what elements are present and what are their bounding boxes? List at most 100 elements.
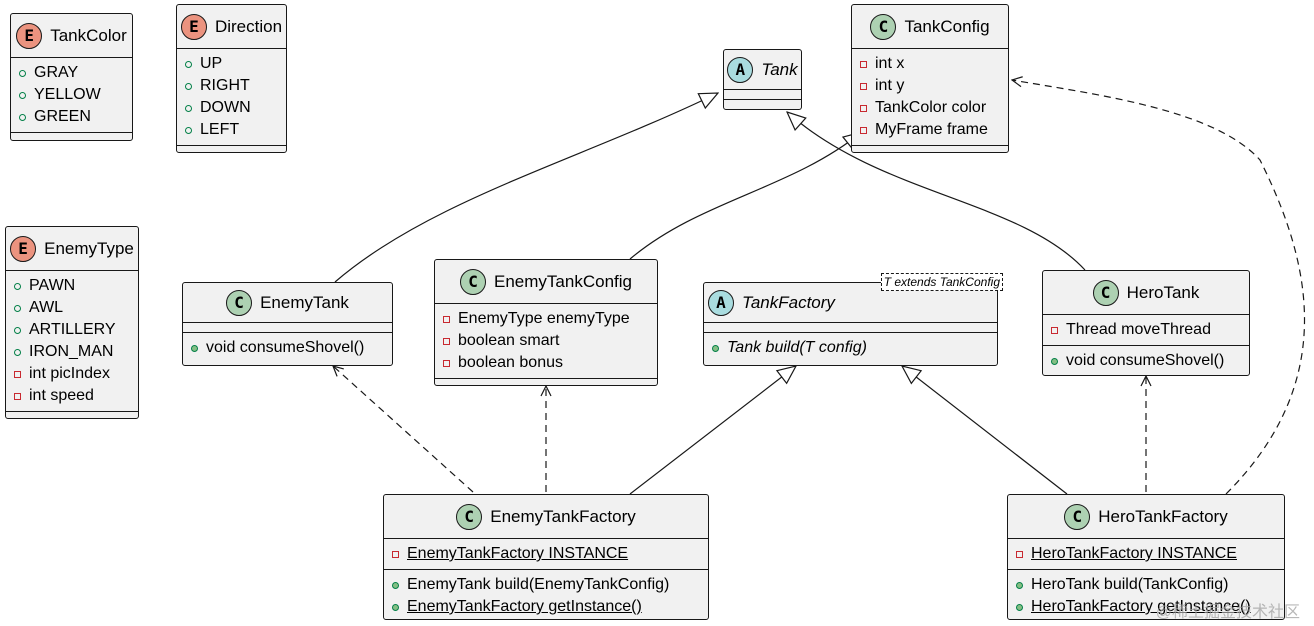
method-section: EnemyTank build(EnemyTankConfig) EnemyTa…: [384, 570, 708, 622]
field-row: ARTILLERY: [14, 319, 138, 341]
field-row: int speed: [14, 385, 138, 407]
field-section: [183, 323, 392, 333]
static-method-row: EnemyTankFactory getInstance(): [392, 596, 708, 618]
private-visibility-icon: [860, 104, 867, 112]
field-row: TankColor color: [860, 97, 1008, 119]
method-text: Tank build(T config): [727, 339, 867, 356]
class-herotankfactory: C HeroTankFactory HeroTankFactory INSTAN…: [1007, 494, 1285, 620]
method-text: EnemyTankFactory getInstance(): [407, 598, 642, 615]
public-visibility-icon: [185, 60, 192, 68]
field-text: boolean smart: [458, 332, 560, 349]
class-enemytank: C EnemyTank void consumeShovel(): [182, 282, 393, 366]
private-visibility-icon: [443, 315, 450, 323]
field-row: UP: [185, 53, 286, 75]
field-row: EnemyType enemyType: [443, 308, 657, 330]
public-visibility-icon: [185, 82, 192, 90]
private-visibility-icon: [1051, 326, 1058, 334]
field-text: IRON_MAN: [29, 343, 114, 360]
class-stereotype-icon: C: [460, 268, 487, 295]
private-visibility-icon: [14, 370, 21, 378]
field-text: DOWN: [200, 99, 251, 116]
field-row: PAWN: [14, 275, 138, 297]
field-text: AWL: [29, 299, 64, 316]
public-visibility-icon: [712, 344, 719, 352]
private-visibility-icon: [443, 337, 450, 345]
field-row: boolean smart: [443, 330, 657, 352]
class-name: Tank: [761, 59, 798, 79]
abstract-stereotype-icon: A: [708, 289, 734, 316]
field-text: TankColor color: [875, 99, 987, 116]
private-visibility-icon: [860, 60, 867, 68]
class-name: TankConfig: [904, 16, 990, 36]
class-name: HeroTank: [1126, 282, 1200, 302]
field-row: GREEN: [19, 106, 132, 128]
field-text: PAWN: [29, 277, 76, 294]
enum-stereotype-icon: E: [180, 13, 207, 40]
class-tankfactory: T extends TankConfig A TankFactory Tank …: [703, 273, 1003, 366]
method-section: [435, 379, 657, 388]
class-herotank: C HeroTank Thread moveThread void consum…: [1042, 270, 1250, 376]
class-stereotype-icon: C: [456, 503, 483, 530]
field-row: YELLOW: [19, 84, 132, 106]
field-text: RIGHT: [200, 77, 250, 94]
class-stereotype-icon: C: [1092, 279, 1119, 306]
field-text: GRAY: [34, 64, 79, 81]
field-text: int x: [875, 55, 905, 72]
field-text: MyFrame frame: [875, 121, 988, 138]
field-row: RIGHT: [185, 75, 286, 97]
field-row: int picIndex: [14, 363, 138, 385]
field-text: HeroTankFactory INSTANCE: [1031, 545, 1237, 562]
enum-stereotype-icon: E: [16, 22, 43, 49]
private-visibility-icon: [14, 392, 21, 400]
field-section: [704, 323, 997, 333]
edge-herotankfactory-extends-tankfactory: [902, 366, 1068, 495]
edge-enemytankconfig-extends-tankconfig: [629, 132, 862, 260]
class-name: Direction: [214, 16, 283, 36]
method-row: HeroTank build(TankConfig): [1016, 574, 1284, 596]
class-header: A Tank: [724, 50, 801, 90]
class-name: EnemyType: [44, 238, 134, 258]
field-text: int y: [875, 77, 905, 94]
method-text: void consumeShovel(): [1066, 352, 1225, 369]
private-visibility-icon: [443, 359, 450, 367]
private-visibility-icon: [860, 126, 867, 134]
field-section: [724, 90, 801, 100]
method-section: [11, 133, 132, 143]
class-stereotype-icon: C: [870, 13, 897, 40]
public-visibility-icon: [19, 91, 26, 99]
class-header: E Direction: [177, 5, 286, 49]
field-text: UP: [200, 55, 223, 72]
method-section: [177, 146, 286, 156]
field-row: int y: [860, 75, 1008, 97]
field-section: HeroTankFactory INSTANCE: [1008, 539, 1284, 570]
class-header: C EnemyTankConfig: [435, 260, 657, 304]
public-visibility-icon: [1016, 603, 1023, 611]
public-visibility-icon: [14, 282, 21, 290]
field-section: int x int y TankColor color MyFrame fram…: [852, 49, 1008, 146]
class-header: E EnemyType: [6, 227, 138, 271]
field-section: EnemyType enemyType boolean smart boolea…: [435, 304, 657, 379]
public-visibility-icon: [185, 126, 192, 134]
method-section: [724, 100, 801, 109]
method-section: Tank build(T config): [704, 333, 997, 363]
class-enemytankconfig: C EnemyTankConfig EnemyType enemyType bo…: [434, 259, 658, 386]
edge-herotank-extends-tank: [787, 112, 1086, 271]
class-enemytankfactory: C EnemyTankFactory EnemyTankFactory INST…: [383, 494, 709, 620]
method-text: EnemyTank build(EnemyTankConfig): [407, 576, 670, 593]
class-header: C HeroTankFactory: [1008, 495, 1284, 539]
method-text: HeroTankFactory getInstance(): [1031, 598, 1251, 615]
class-header: A TankFactory: [704, 283, 997, 323]
class-header: C EnemyTankFactory: [384, 495, 708, 539]
class-name: EnemyTankConfig: [494, 271, 632, 291]
field-text: YELLOW: [34, 86, 101, 103]
field-section: Thread moveThread: [1043, 315, 1249, 346]
field-row: MyFrame frame: [860, 119, 1008, 141]
class-stereotype-icon: C: [1064, 503, 1091, 530]
class-direction: E Direction UP RIGHT DOWN LEFT: [176, 4, 287, 153]
field-text: LEFT: [200, 121, 240, 138]
static-method-row: HeroTankFactory getInstance(): [1016, 596, 1284, 618]
class-header: E TankColor: [11, 14, 132, 58]
public-visibility-icon: [1016, 581, 1023, 589]
method-row: void consumeShovel(): [191, 337, 392, 359]
